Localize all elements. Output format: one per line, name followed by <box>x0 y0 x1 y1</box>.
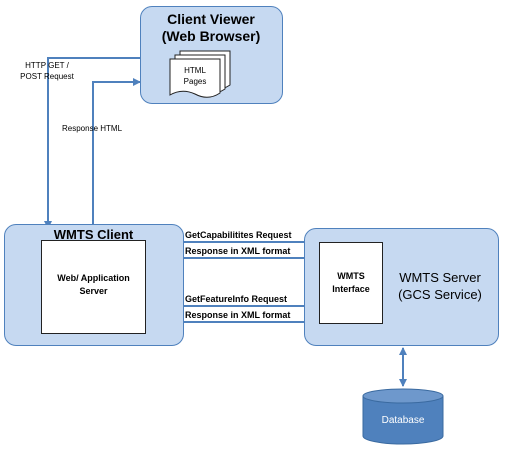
http-request-label-line1: HTTP GET / <box>25 61 69 70</box>
wmts-server-title: WMTS Server (GCS Service) <box>385 269 495 303</box>
web-application-server-label: Web/ Application Server <box>42 272 145 298</box>
response-html-arrow <box>92 78 141 226</box>
response-xml-1-label: Response in XML format <box>185 246 291 256</box>
get-capabilities-label: GetCapabilitites Request <box>185 230 292 240</box>
wmts-server-title-line2: (GCS Service) <box>398 287 482 302</box>
web-application-server-line1: Web/ Application <box>57 273 130 283</box>
wmts-interface-label: WMTS Interface <box>320 270 382 296</box>
wmts-interface-line1: WMTS <box>337 271 365 281</box>
html-pages-icon <box>169 50 231 98</box>
html-pages-label-line2: Pages <box>183 77 207 86</box>
client-viewer-title: Client Viewer (Web Browser) <box>141 11 281 45</box>
client-viewer-title-line2: (Web Browser) <box>161 28 261 44</box>
web-application-server-box: Web/ Application Server <box>41 240 146 334</box>
response-html-label: Response HTML <box>62 124 123 133</box>
wmts-interface-box: WMTS Interface <box>319 242 383 324</box>
client-viewer-box: Client Viewer (Web Browser) HTML Pages <box>140 6 283 104</box>
get-feature-info-label: GetFeatureInfo Request <box>185 294 288 304</box>
client-viewer-title-line1: Client Viewer <box>167 11 255 27</box>
wmts-client-title: WMTS Client <box>53 227 134 242</box>
http-request-arrow <box>44 57 140 229</box>
http-request-label: HTTP GET / POST Request <box>8 60 86 82</box>
http-request-label-line2: POST Request <box>20 72 74 81</box>
html-pages-label-line1: HTML <box>184 66 206 75</box>
web-application-server-line2: Server <box>79 286 108 296</box>
response-xml-2-label: Response in XML format <box>185 310 291 320</box>
database-label: Database <box>381 415 425 426</box>
database-icon <box>362 388 444 445</box>
wmts-server-title-line1: WMTS Server <box>399 270 481 285</box>
html-pages-label: HTML Pages <box>170 65 220 87</box>
wmts-interface-line2: Interface <box>332 284 370 294</box>
